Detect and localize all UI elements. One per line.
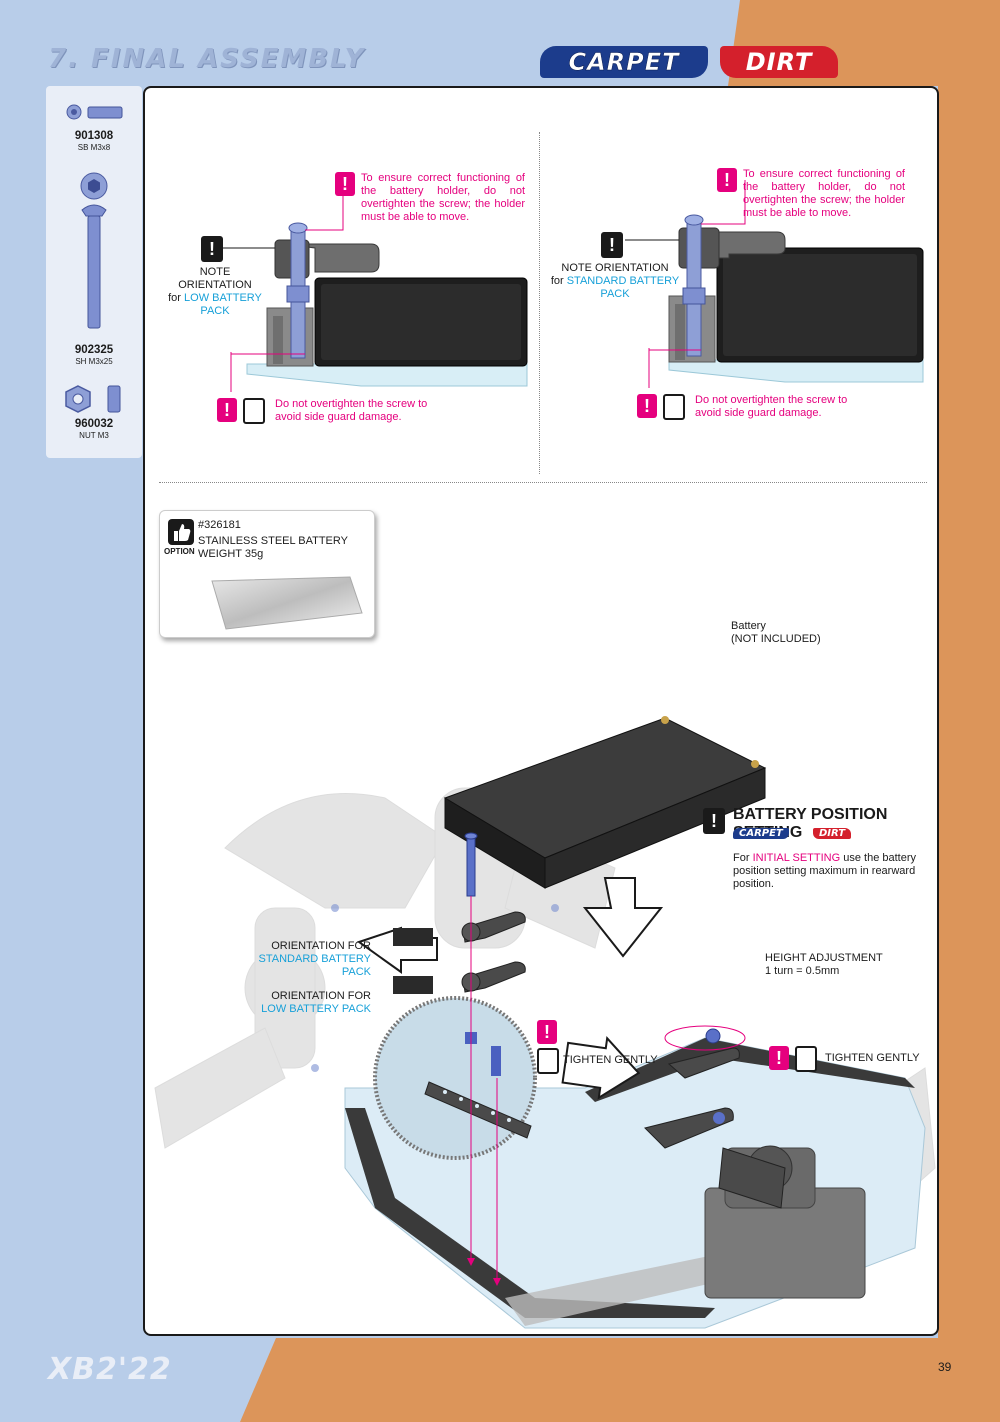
- page-number: 39: [938, 1360, 952, 1374]
- warning-icon: !: [335, 172, 355, 196]
- height-adjustment-label: HEIGHT ADJUSTMENT 1 turn = 0.5mm: [765, 952, 883, 977]
- option-part-number: #326181: [198, 519, 241, 531]
- horizontal-divider: [159, 482, 927, 483]
- battery-weight-illustration: [211, 576, 363, 630]
- warning-text-holder: To ensure correct functioning of the bat…: [361, 172, 525, 223]
- option-box: OPTION #326181 STAINLESS STEEL BATTERY W…: [159, 510, 375, 638]
- note-orientation-standard: NOTE ORIENTATION for STANDARD BATTERY PA…: [550, 262, 680, 300]
- warning-icon: !: [537, 1020, 557, 1044]
- warning-icon: !: [717, 168, 737, 192]
- tighten-gently-right: TIGHTEN GENTLY: [825, 1052, 920, 1064]
- battery-setting-body: For INITIAL SETTING use the battery posi…: [733, 852, 917, 890]
- screw-sb-m3x8-icon: [66, 104, 123, 120]
- note-icon: !: [201, 236, 223, 262]
- warning-icon: !: [769, 1046, 789, 1070]
- note-icon: !: [703, 808, 725, 834]
- nut-m3-icon: [65, 385, 121, 413]
- carpet-badge: CARPET: [540, 46, 708, 78]
- warning-text-side-guard: Do not overtighten the screw to avoid si…: [695, 394, 848, 419]
- main-assembly-illustration: [154, 716, 936, 1329]
- option-label: OPTION: [164, 547, 195, 556]
- detail-low-battery: ! To ensure correct functioning of the b…: [165, 148, 535, 478]
- section-title: 7. FINAL ASSEMBLY: [48, 44, 366, 74]
- warning-text-holder: To ensure correct functioning of the bat…: [743, 168, 905, 219]
- carpet-badge-small: CARPET: [733, 828, 789, 839]
- screw-sh-m3x25-icon: [80, 172, 108, 329]
- detail-standard-battery: ! To ensure correct functioning of the b…: [549, 144, 929, 474]
- note-icon: !: [601, 232, 623, 258]
- vertical-divider: [539, 132, 540, 474]
- dirt-badge: DIRT: [720, 46, 838, 78]
- orientation-low-label: ORIENTATION FOR LOW BATTERY PACK: [261, 990, 371, 1015]
- warning-icon: !: [637, 394, 657, 418]
- warning-icon: !: [217, 398, 237, 422]
- note-orientation-low: NOTE ORIENTATION for LOW BATTERY PACK: [168, 266, 262, 317]
- thumbs-up-icon: [168, 519, 194, 545]
- tighten-gently-left: TIGHTEN GENTLY: [563, 1054, 658, 1066]
- dirt-badge-small: DIRT: [813, 828, 852, 839]
- screwdriver-icon: [537, 1048, 559, 1074]
- orientation-standard-label: ORIENTATION FOR STANDARD BATTERY PACK: [258, 940, 371, 978]
- detail-illustration-standard: [625, 180, 924, 388]
- screwdriver-icon: [795, 1046, 817, 1072]
- instruction-panel: ! To ensure correct functioning of the b…: [143, 86, 939, 1336]
- screwdriver-icon: [663, 394, 685, 420]
- screwdriver-icon: [243, 398, 265, 424]
- detail-illustration-low: [223, 184, 528, 392]
- option-description: STAINLESS STEEL BATTERY WEIGHT 35g: [198, 535, 348, 560]
- battery-label: Battery (NOT INCLUDED): [731, 620, 821, 645]
- model-name: XB2'22: [48, 1352, 172, 1387]
- warning-text-side-guard: Do not overtighten the screw to avoid si…: [275, 398, 428, 423]
